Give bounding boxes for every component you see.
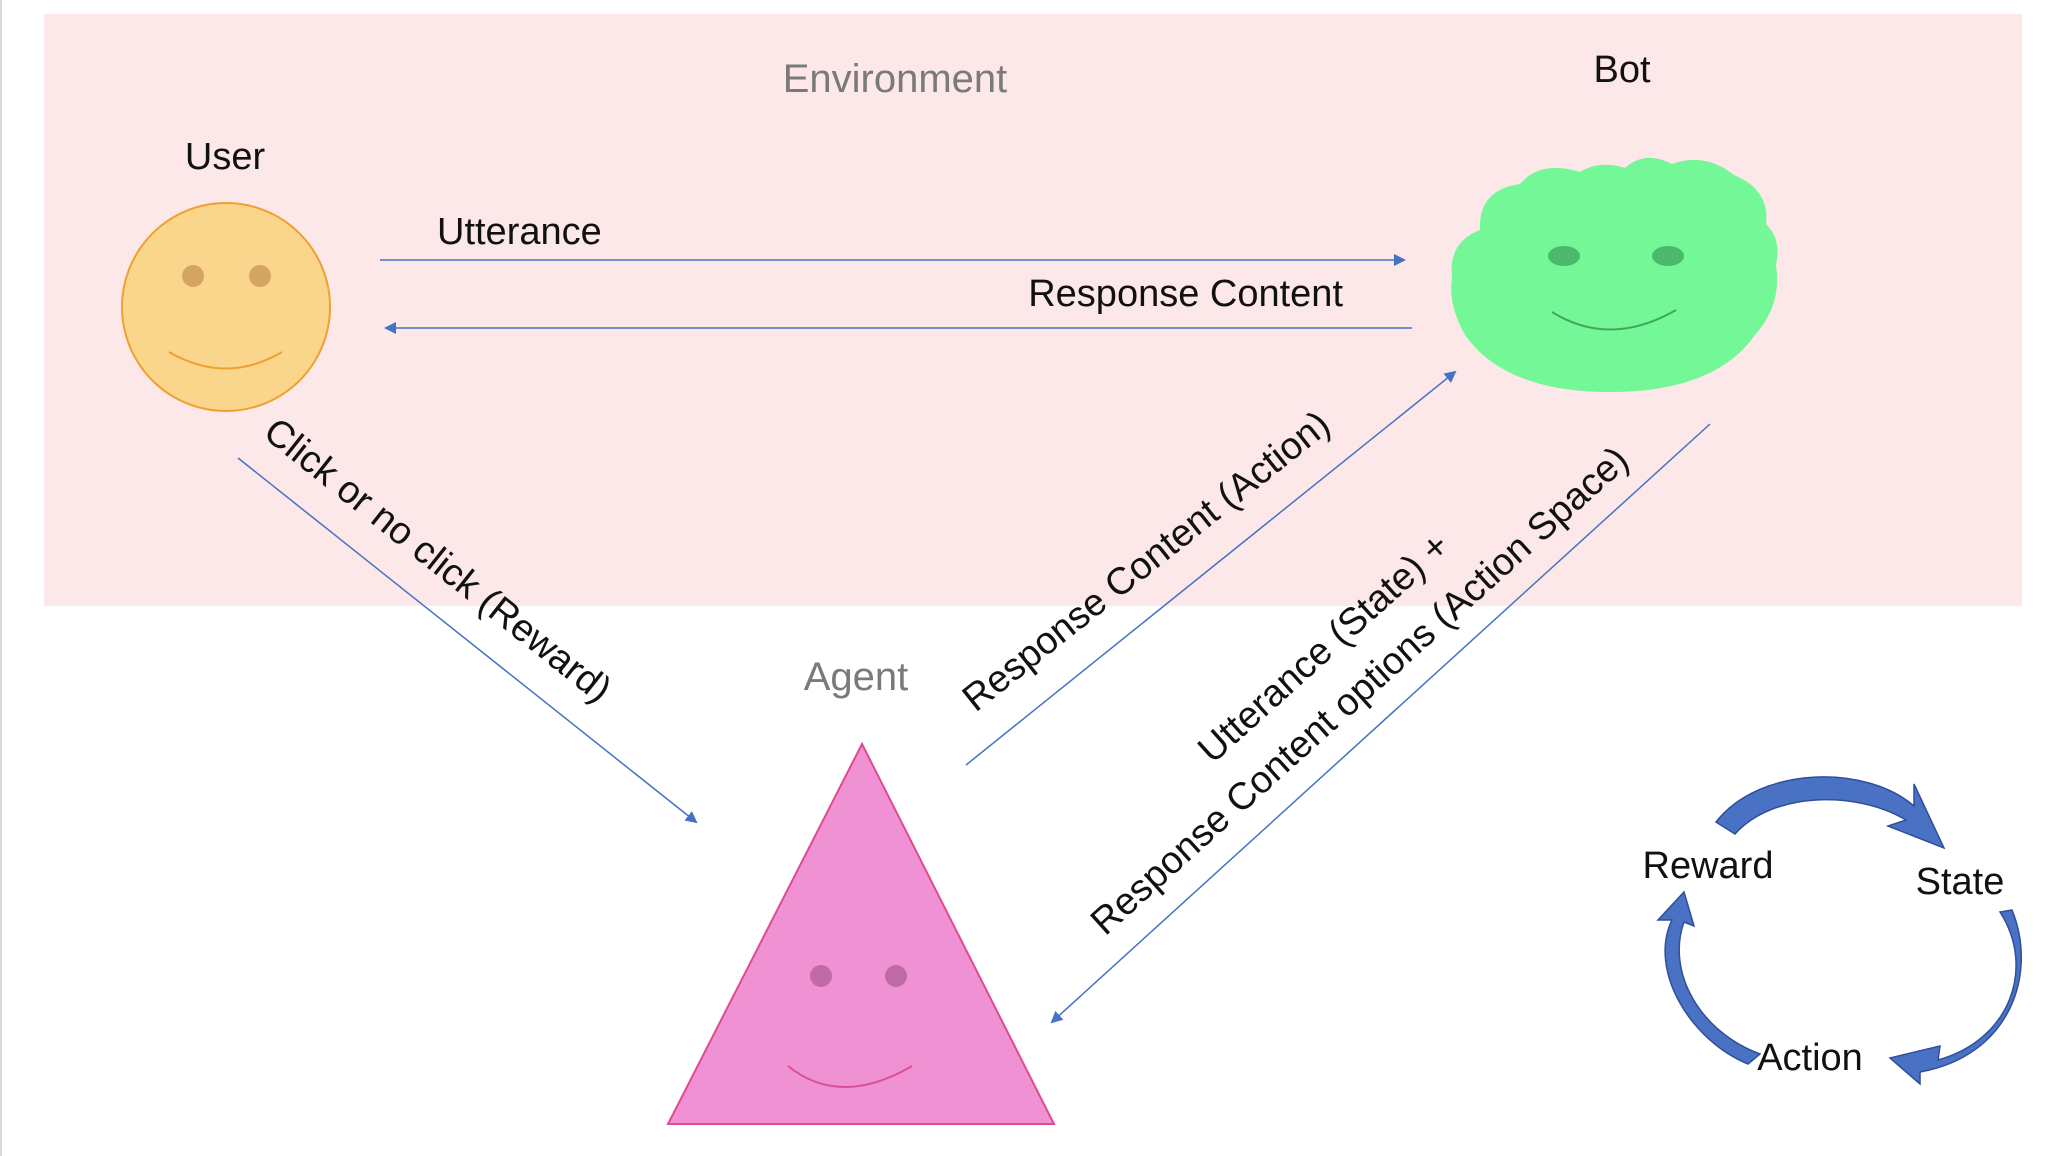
agent-smile — [787, 1065, 913, 1088]
user-label: User — [185, 136, 266, 178]
bot-right-eye — [1652, 246, 1684, 266]
user-smile — [168, 351, 283, 370]
agent-label: Agent — [804, 655, 909, 699]
agent-left-eye — [810, 965, 832, 987]
bot-label: Bot — [1593, 49, 1650, 91]
bot-smile — [1551, 309, 1677, 331]
user-face — [121, 202, 331, 412]
cycle-arrow-right-icon — [1888, 909, 2022, 1086]
utterance-label: Utterance — [437, 211, 602, 253]
state-arrow — [1050, 423, 1711, 1024]
rl-cycle: Reward State Action — [1643, 776, 2022, 1086]
user-right-eye — [249, 265, 271, 287]
reward-arrow — [237, 457, 698, 824]
cycle-arrow-left-icon — [1656, 890, 1762, 1065]
cycle-state-label: State — [1916, 861, 2005, 903]
user-head — [121, 202, 331, 412]
agent-right-eye — [885, 965, 907, 987]
agent-triangle — [666, 741, 1056, 1125]
bot-face — [1451, 157, 1778, 392]
left-border — [0, 0, 2, 1156]
cycle-action-label: Action — [1757, 1037, 1863, 1079]
cycle-reward-label: Reward — [1643, 845, 1774, 887]
response-content-label: Response Content — [1028, 273, 1343, 315]
agent-face — [666, 741, 1056, 1125]
cycle-arrow-top-icon — [1714, 776, 1946, 850]
bot-left-eye — [1548, 246, 1580, 266]
user-left-eye — [182, 265, 204, 287]
bot-cloud-head — [1451, 157, 1778, 392]
action-arrow — [965, 370, 1457, 766]
environment-label: Environment — [783, 57, 1008, 101]
